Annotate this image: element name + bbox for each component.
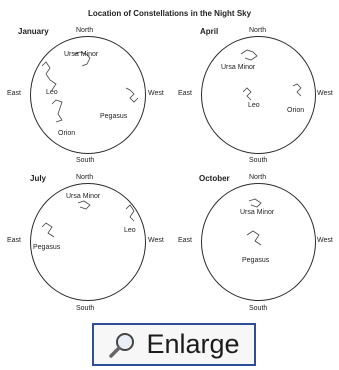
constellation-label-orion: Orion [58,130,76,137]
constellation-label-leo: Leo [46,89,58,96]
compass-south: South [76,157,95,164]
constellation-label-ursa-minor: Ursa Minor [66,193,101,200]
ursa-minor-figure [73,51,91,67]
constellation-figures [41,51,139,123]
compass-west: West [317,237,333,244]
month-label-april: April [200,27,219,36]
compass-east: East [178,90,193,97]
constellation-label-pegasus: Pegasus [242,257,270,264]
pegasus-figure [125,87,139,103]
compass-west: West [148,237,164,244]
leo-figure [41,61,57,91]
sky-circle [201,183,316,301]
compass-east: East [7,237,22,244]
constellation-label-orion: Orion [287,107,305,114]
constellation-label-ursa-minor: Ursa Minor [240,209,275,216]
pegasus-figure [246,230,262,246]
constellation-label-pegasus: Pegasus [100,113,128,120]
page-title: Location of Constellations in the Night … [87,9,252,18]
compass-north: North [76,174,94,181]
compass-north: North [249,27,267,34]
magnifier-icon [109,332,135,358]
compass-north: North [249,174,267,181]
sky-circle [30,183,146,301]
compass-south: South [76,305,95,312]
compass-east: East [7,90,22,97]
pegasus-figure [41,222,55,238]
compass-south: South [249,157,268,164]
constellation-label-pegasus: Pegasus [33,244,61,251]
compass-east: East [178,237,193,244]
constellation-figures [41,200,135,238]
sky-circle [30,36,146,154]
ursa-minor-figure [240,49,258,61]
sky-circle [201,36,316,154]
enlarge-button-label: Enlarge [146,329,240,359]
constellation-label-leo: Leo [124,227,136,234]
compass-west: West [317,90,333,97]
month-label-october: October [199,174,230,183]
leo-figure [125,204,135,222]
ursa-minor-figure [77,200,91,210]
ursa-minor-figure [248,198,262,208]
month-label-july: July [30,174,47,183]
orion-figure [292,83,302,97]
compass-west: West [148,90,164,97]
enlarge-button[interactable]: Enlarge [92,323,256,366]
leo-figure [242,87,252,101]
compass-south: South [249,305,268,312]
constellation-label-leo: Leo [248,102,260,109]
orion-figure [51,99,63,123]
constellation-label-ursa-minor: Ursa Minor [64,51,99,58]
constellation-figures [246,198,262,246]
month-label-january: January [18,27,49,36]
compass-north: North [76,27,94,34]
constellation-label-ursa-minor: Ursa Minor [221,64,256,71]
constellation-figures [240,49,302,101]
